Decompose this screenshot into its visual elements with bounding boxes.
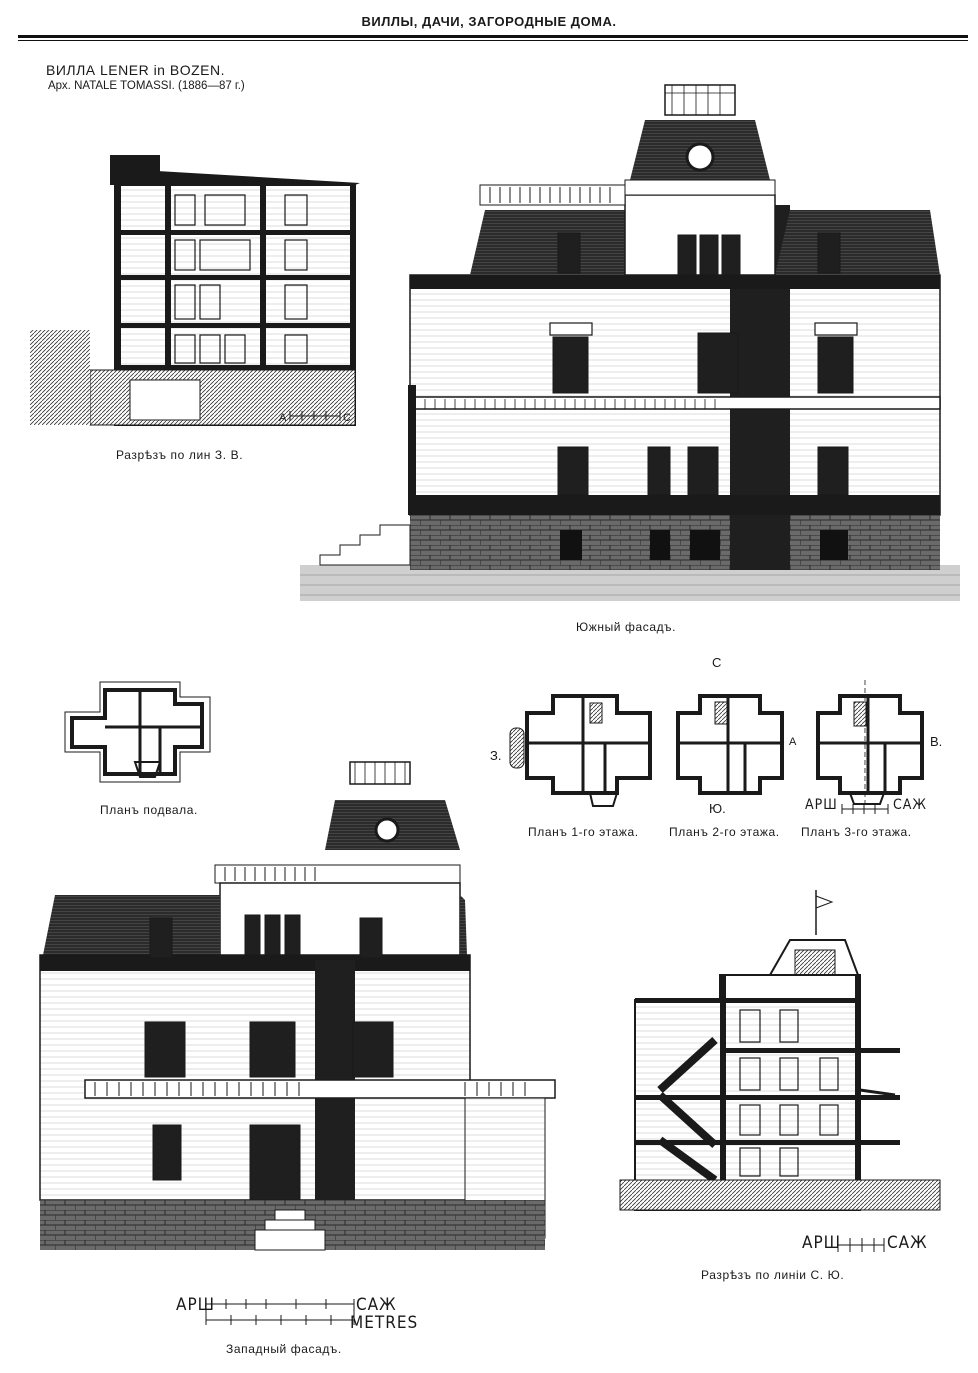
compass-north: С bbox=[712, 655, 722, 670]
plan-1-drawing bbox=[509, 694, 652, 807]
west-facade-drawing bbox=[39, 761, 556, 1251]
section-ns-scale-left: АРШ bbox=[802, 1233, 842, 1253]
basement-plan-drawing bbox=[64, 681, 211, 783]
page-title: ВИЛЛА LENER in BOZEN. bbox=[46, 62, 225, 78]
header-rule-thin bbox=[18, 40, 968, 41]
basement-plan-caption: Планъ подвала. bbox=[100, 803, 198, 817]
west-scale-bar bbox=[205, 1299, 355, 1325]
south-facade-drawing bbox=[300, 84, 960, 601]
section-ew-scale-bar bbox=[289, 411, 341, 421]
architect-credit: Арх. NATALE TOMASSI. (1886—87 г.) bbox=[48, 80, 245, 92]
compass-a: А bbox=[789, 736, 797, 748]
plans-scale-left: АРШ bbox=[805, 797, 838, 813]
compass-west: З. bbox=[490, 748, 502, 763]
plan-2-drawing bbox=[676, 694, 784, 795]
plans-scale-right: САЖ bbox=[893, 797, 927, 813]
plans-scale-bar bbox=[841, 804, 889, 814]
header-rule-thick bbox=[18, 35, 968, 38]
section-ns-scale-right: САЖ bbox=[887, 1233, 928, 1253]
section-ns-drawing bbox=[619, 890, 941, 1211]
section-ns-scale-bar bbox=[837, 1238, 885, 1252]
section-ns-caption: Разрѣзъ по линіи С. Ю. bbox=[701, 1268, 845, 1282]
section-ew-scale-left: А bbox=[279, 412, 287, 424]
section-ew-caption: Разрѣзъ по лин З. В. bbox=[116, 448, 244, 462]
west-scale-right: САЖ bbox=[356, 1295, 397, 1315]
page-header: ВИЛЛЫ, ДАЧИ, ЗАГОРОДНЫЕ ДОМА. bbox=[361, 14, 617, 29]
section-ew-drawing bbox=[30, 155, 360, 426]
south-facade-caption: Южный фасадъ. bbox=[576, 620, 677, 634]
section-ew-scale-right: С bbox=[343, 412, 351, 424]
compass-south: Ю. bbox=[709, 801, 726, 816]
west-facade-caption: Западный фасадъ. bbox=[226, 1342, 342, 1356]
plan-3-drawing bbox=[816, 680, 924, 808]
plan-1-caption: Планъ 1-го этажа. bbox=[528, 825, 639, 839]
west-scale-metres: METRES bbox=[350, 1313, 419, 1333]
plan-3-caption: Планъ 3-го этажа. bbox=[801, 825, 912, 839]
compass-east: В. bbox=[930, 734, 943, 749]
plan-2-caption: Планъ 2-го этажа. bbox=[669, 825, 780, 839]
west-scale-left: АРШ bbox=[176, 1295, 216, 1315]
